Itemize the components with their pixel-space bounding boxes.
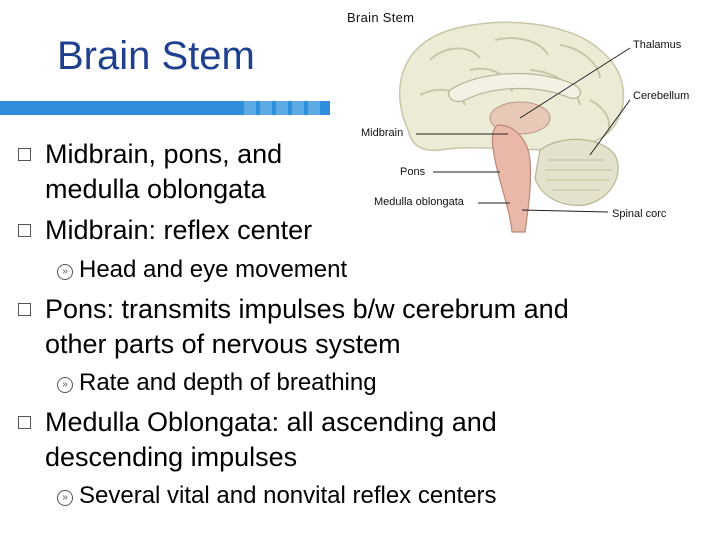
label-medulla: Medulla oblongata	[374, 196, 464, 208]
square-bullet-icon	[18, 416, 31, 429]
bullet-text: Medulla Oblongata: all ascending and	[45, 407, 497, 437]
sub-bullet-midbrain: » Head and eye movement	[57, 256, 347, 284]
label-midbrain: Midbrain	[361, 127, 404, 139]
circled-arrow-bullet-icon: »	[57, 377, 73, 393]
circled-arrow-bullet-icon: »	[57, 264, 73, 280]
label-spinal-cord: Spinal corc	[612, 208, 667, 220]
square-bullet-icon	[18, 148, 31, 161]
slide-title: Brain Stem	[57, 34, 255, 78]
sub-bullet-text: Head and eye movement	[79, 256, 348, 283]
bullet-text: Pons: transmits impulses b/w cerebrum an…	[45, 294, 569, 324]
sub-bullet-text: Several vital and nonvital reflex center…	[79, 482, 497, 509]
square-bullet-icon	[18, 224, 31, 237]
circled-arrow-bullet-icon: »	[57, 490, 73, 506]
sub-bullet-text: Rate and depth of breathing	[79, 369, 377, 396]
bullet-text: medulla oblongata	[45, 174, 266, 204]
figure-title: Brain Stem	[347, 10, 415, 25]
bullet-text: other parts of nervous system	[45, 329, 401, 359]
sub-bullet-pons: » Rate and depth of breathing	[57, 369, 377, 397]
sub-bullet-medulla: » Several vital and nonvital reflex cente…	[57, 482, 497, 510]
label-cerebellum: Cerebellum	[633, 90, 690, 102]
bullet-text: descending impulses	[45, 442, 298, 472]
label-pons: Pons	[400, 166, 426, 178]
bullet-text: Midbrain, pons, and	[45, 139, 283, 169]
label-thalamus: Thalamus	[633, 39, 682, 51]
square-bullet-icon	[18, 303, 31, 316]
bullet-text: Midbrain: reflex center	[45, 215, 313, 245]
